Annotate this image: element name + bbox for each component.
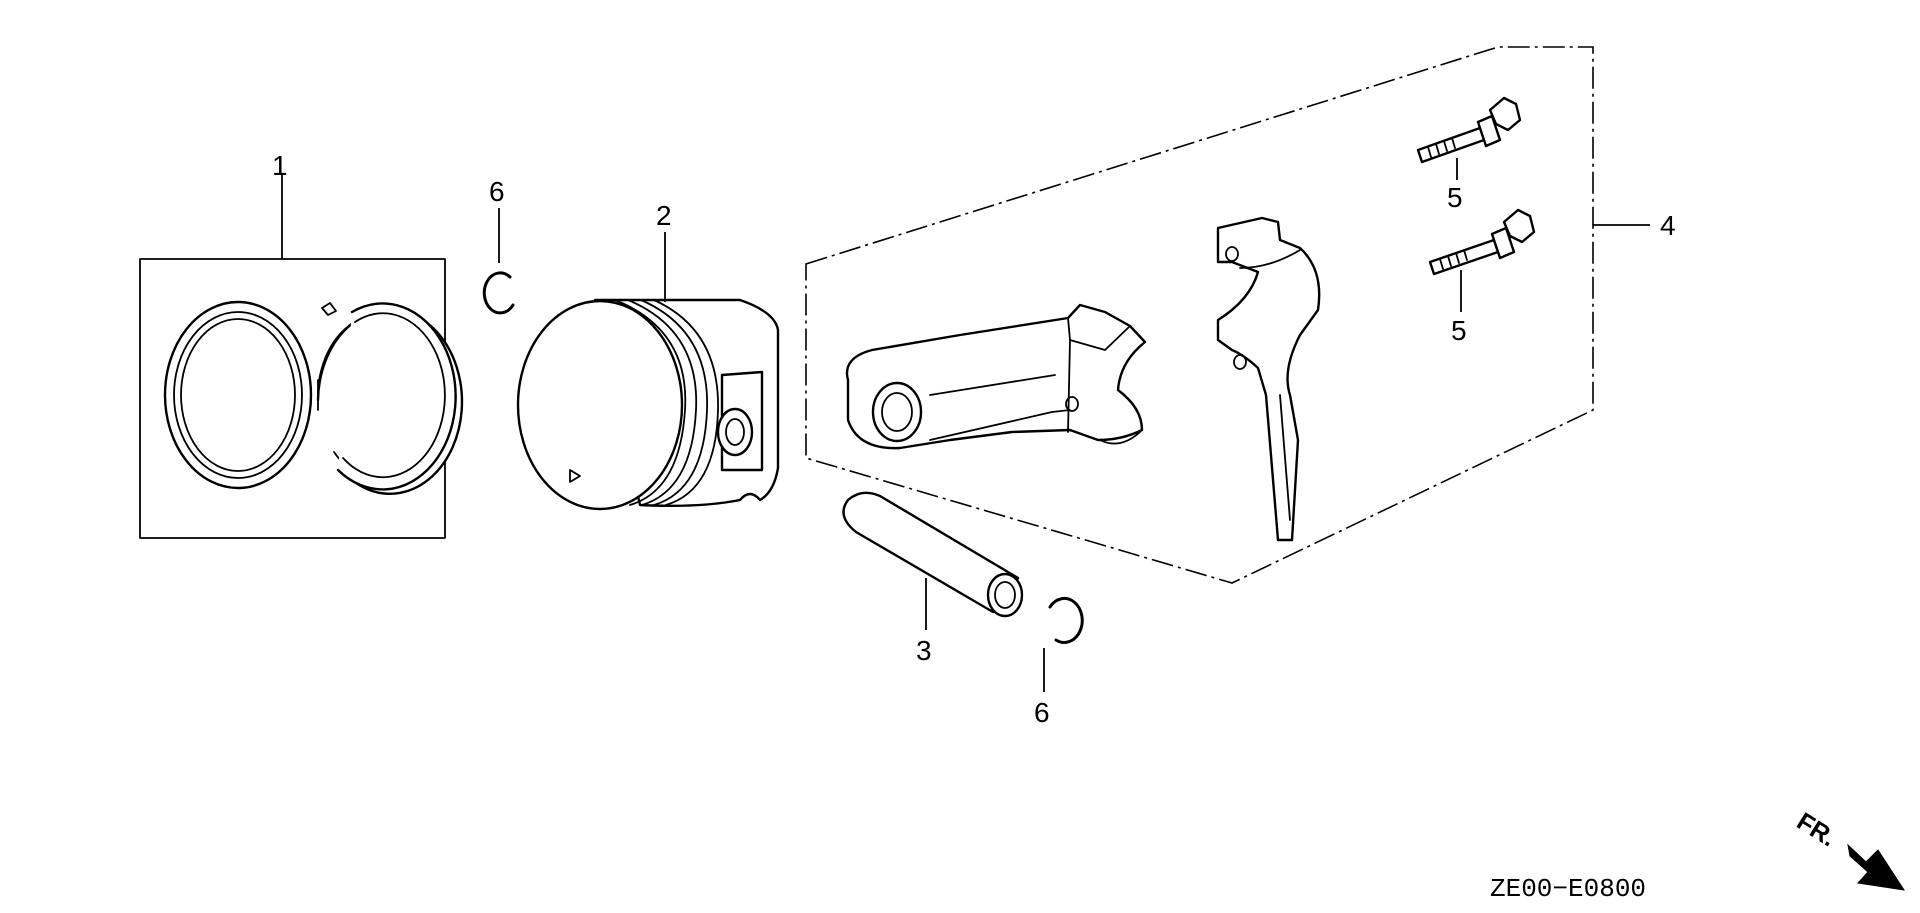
pin-clip-right <box>1048 596 1084 644</box>
diagram-code: ZE00−E0800 <box>1490 874 1646 904</box>
callout-2: 2 <box>656 200 672 231</box>
piston-ring-grooves <box>614 299 719 506</box>
front-direction-label: FR. <box>1792 807 1841 852</box>
piston-pin-group: 3 <box>842 491 1024 666</box>
pin-clip-left-group: 6 <box>482 176 515 315</box>
callout-5-lower: 5 <box>1451 315 1467 346</box>
pin-clip-left <box>482 271 515 315</box>
callout-3: 3 <box>916 635 932 666</box>
callout-6-right: 6 <box>1034 697 1050 728</box>
piston-pin-boss <box>716 370 764 472</box>
piston-pin-end <box>986 572 1024 618</box>
callout-6-left: 6 <box>489 176 505 207</box>
piston-crown <box>516 299 684 511</box>
pin-clip-right-group: 6 <box>1034 596 1084 728</box>
piston-group: 2 <box>516 200 780 511</box>
piston-ring-left <box>163 300 313 490</box>
callout-5-upper: 5 <box>1447 182 1463 213</box>
callout-4: 4 <box>1660 210 1676 241</box>
piston-direction-mark <box>569 469 581 483</box>
front-direction-indicator: FR. <box>1792 807 1906 891</box>
rod-bolt-upper <box>1416 96 1522 164</box>
connecting-rod-set-group: 4 <box>805 46 1676 584</box>
connecting-rod-cap <box>1216 216 1321 542</box>
rod-bolt-lower <box>1428 208 1536 276</box>
piston-ring-right <box>321 302 457 491</box>
front-arrow-icon <box>1847 843 1906 891</box>
callout-1: 1 <box>272 150 288 181</box>
connecting-rod-set-box <box>805 46 1594 584</box>
connecting-rod <box>845 303 1147 450</box>
piston-ring-set-group: 1 <box>139 150 464 539</box>
